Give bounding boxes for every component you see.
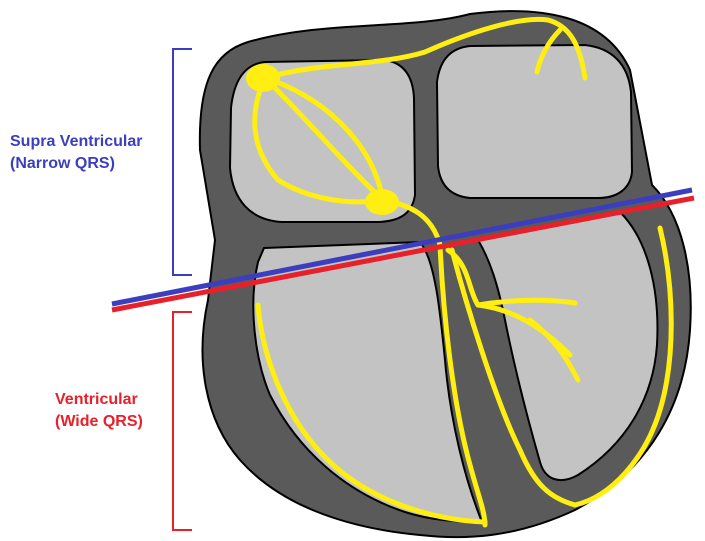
ventricular-label: Ventricular (Wide QRS) — [55, 389, 143, 433]
supra-ventricular-subtitle: (Narrow QRS) — [10, 153, 143, 175]
av-node — [365, 189, 399, 215]
supra-ventricular-title: Supra Ventricular — [10, 131, 143, 153]
ventricular-bracket — [173, 312, 192, 530]
supra-ventricular-label: Supra Ventricular (Narrow QRS) — [10, 131, 143, 175]
supra-ventricular-bracket — [173, 49, 192, 275]
ventricular-title: Ventricular — [55, 389, 143, 411]
ventricular-subtitle: (Wide QRS) — [55, 411, 143, 433]
left-atrium-chamber — [437, 45, 632, 198]
sa-node — [246, 64, 280, 92]
